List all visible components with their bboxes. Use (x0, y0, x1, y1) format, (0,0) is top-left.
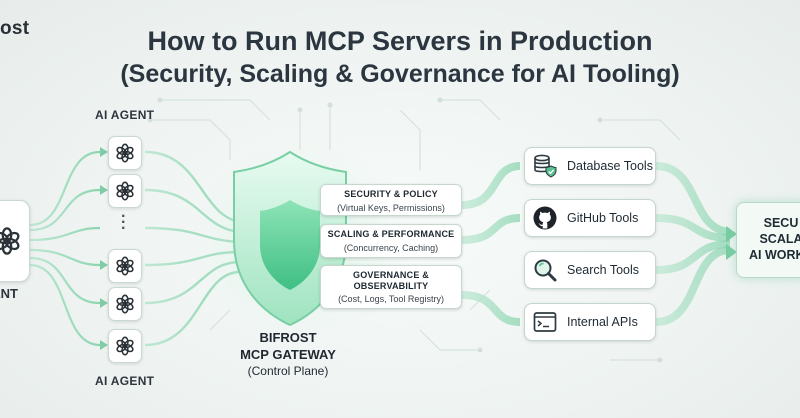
tool-label: Database Tools (567, 159, 653, 173)
output-arrowheads (726, 226, 737, 260)
tool-database: Database Tools (524, 147, 656, 185)
tool-github: GitHub Tools (524, 199, 656, 237)
agent-label-top: AI AGENT (95, 108, 155, 122)
scaling-performance-card: SCALING & PERFORMANCE (Concurrency, Cach… (320, 224, 462, 258)
openai-logo-icon (116, 294, 134, 314)
database-shield-icon (531, 152, 559, 180)
openai-logo-icon (116, 181, 134, 201)
tool-label: Internal APIs (567, 315, 638, 329)
governance-observability-card: GOVERNANCE & OBSERVABILITY (Cost, Logs, … (320, 265, 462, 309)
card-title: SCALING & PERFORMANCE (327, 229, 455, 239)
page-title: How to Run MCP Servers in Production (147, 26, 653, 56)
tool-internal-apis: Internal APIs (524, 303, 656, 341)
brand-logo-text: ost (0, 18, 30, 39)
tool-search: Search Tools (524, 251, 656, 289)
gateway-subtitle: (Control Plane) (247, 364, 329, 378)
openai-logo-icon (116, 256, 134, 276)
card-subtitle: (Concurrency, Caching) (343, 243, 439, 253)
security-policy-card: SECURITY & POLICY (Virtual Keys, Permiss… (320, 184, 462, 216)
output-line1: SECU (763, 216, 799, 230)
ai-agent-box (108, 287, 142, 321)
output-line3: AI WORK (749, 248, 800, 262)
output-line2: SCALA (759, 232, 800, 246)
github-icon (531, 204, 559, 232)
tool-label: GitHub Tools (567, 211, 639, 225)
openai-logo-icon (0, 227, 20, 255)
gateway-to-tools-lines (461, 162, 521, 326)
card-subtitle: (Cost, Logs, Tool Registry) (338, 294, 444, 304)
ai-agent-box (108, 329, 142, 363)
shield-icon (233, 150, 347, 327)
circuit-traces (150, 99, 681, 361)
agent-label-bottom: AI AGENT (95, 374, 155, 388)
more-agents-ellipsis: ··· (121, 208, 127, 237)
client-agent-box (0, 200, 30, 282)
card-title-line1: GOVERNANCE & (353, 270, 429, 280)
search-icon (531, 256, 559, 284)
circuit-dots (147, 97, 663, 363)
page-subtitle: (Security, Scaling & Governance for AI T… (120, 60, 680, 88)
tools-to-output-lines (655, 162, 731, 326)
openai-logo-icon (116, 143, 134, 163)
ai-agent-box (108, 136, 142, 170)
ai-agent-box (108, 174, 142, 208)
card-subtitle: (Virtual Keys, Permissions) (337, 203, 445, 213)
card-title: SECURITY & POLICY (344, 189, 438, 199)
client-agent-label: ENT (0, 286, 18, 301)
terminal-icon (531, 308, 559, 336)
agent-fan-lines (29, 150, 101, 347)
card-title-line2: OBSERVABILITY (353, 281, 429, 291)
gateway-name-line2: MCP GATEWAY (240, 347, 336, 362)
openai-logo-icon (116, 336, 134, 356)
agent-arrowheads (100, 147, 108, 350)
tool-label: Search Tools (567, 263, 640, 277)
output-box: SECU SCALA AI WORK (736, 202, 800, 278)
ai-agent-box (108, 249, 142, 283)
gateway-name-line1: BIFROST (259, 330, 317, 345)
